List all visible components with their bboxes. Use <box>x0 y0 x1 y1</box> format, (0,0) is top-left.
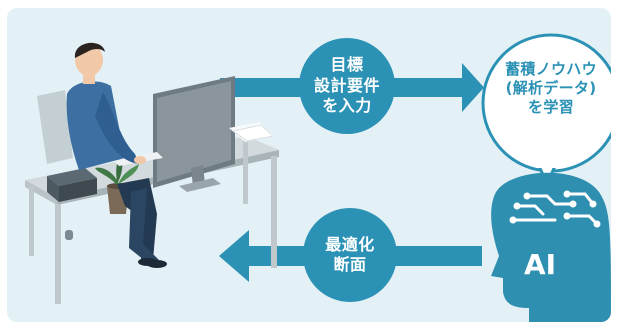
bubble-line-2: (解析データ) <box>505 78 597 97</box>
monitor <box>153 76 235 192</box>
output-line-2: 断面 <box>333 255 367 274</box>
knowledge-bubble-text: 蓄積ノウハウ (解析データ) を学習 <box>485 60 611 116</box>
output-circle: 最適化 断面 <box>303 208 397 302</box>
input-line-1: 目標 <box>330 55 364 75</box>
bubble-line-1: 蓄積ノウハウ <box>505 60 597 78</box>
bubble-line-3: を学習 <box>528 97 574 116</box>
papers <box>229 122 275 142</box>
circuit-lines <box>511 192 599 226</box>
ai-label: AI <box>523 248 557 281</box>
chair <box>37 90 73 240</box>
output-line-1: 最適化 <box>325 234 375 254</box>
input-line-3: を入力 <box>322 96 372 116</box>
input-circle: 目標 設計要件 を入力 <box>299 38 395 134</box>
ai-head-icon <box>491 172 611 322</box>
engineer-at-desk-icon <box>25 42 279 304</box>
input-line-2: 設計要件 <box>313 75 380 95</box>
diagram-panel: 目標 設計要件 を入力 最適化 断面 蓄積ノウハウ (解析データ) を学習 <box>7 8 611 322</box>
printer <box>47 168 97 202</box>
engineer <box>66 42 167 268</box>
